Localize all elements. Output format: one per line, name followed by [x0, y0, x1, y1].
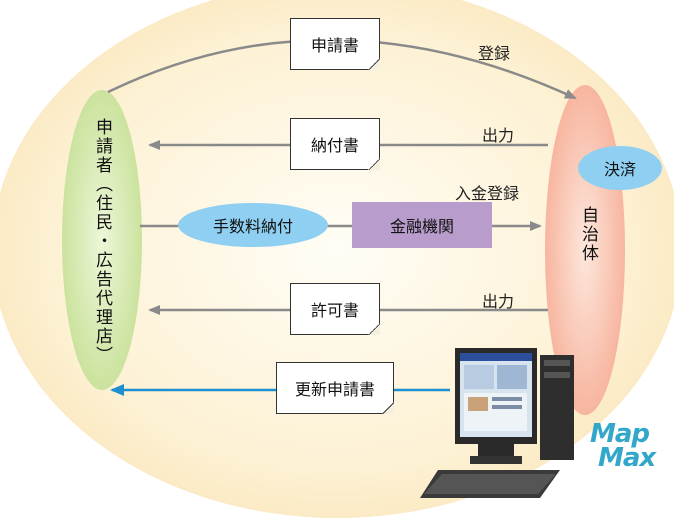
bank-box: 金融機関 — [352, 202, 492, 248]
fee-payment-bubble: 手数料納付 — [178, 203, 328, 247]
logo-line2: Max — [598, 443, 656, 473]
payment-slip-doc: 納付書 — [290, 118, 380, 170]
application-doc-label: 申請書 — [310, 36, 359, 55]
settlement-bubble: 決済 — [578, 146, 662, 190]
applicant-oval — [62, 90, 142, 390]
application-action-label: 登録 — [478, 44, 511, 63]
renewal-doc: 更新申請書 — [276, 362, 394, 414]
permit-action-label: 出力 — [482, 292, 515, 311]
bank-label: 金融機関 — [389, 217, 454, 236]
logo-line1: Map — [590, 419, 650, 449]
fee-payment-label: 手数料納付 — [212, 217, 293, 236]
permit-doc-label: 許可書 — [310, 301, 359, 320]
payment-slip-action-label: 出力 — [482, 126, 515, 145]
computer-icon — [420, 348, 574, 498]
doc-fold — [368, 323, 380, 335]
doc-fold — [368, 58, 380, 70]
deposit-registration-label: 入金登録 — [455, 184, 520, 203]
applicant-label: 申請者（住民・広告代理店） — [92, 118, 112, 365]
settlement-label: 決済 — [603, 160, 636, 179]
doc-fold — [382, 402, 394, 414]
doc-fold — [368, 158, 380, 170]
permit-doc: 許可書 — [290, 283, 380, 335]
application-doc: 申請書 — [290, 18, 380, 70]
renewal-doc-label: 更新申請書 — [294, 380, 375, 399]
municipality-label: 自治体 — [578, 206, 598, 263]
payment-slip-doc-label: 納付書 — [310, 136, 359, 155]
mapmax-logo: Map Max — [590, 419, 656, 473]
